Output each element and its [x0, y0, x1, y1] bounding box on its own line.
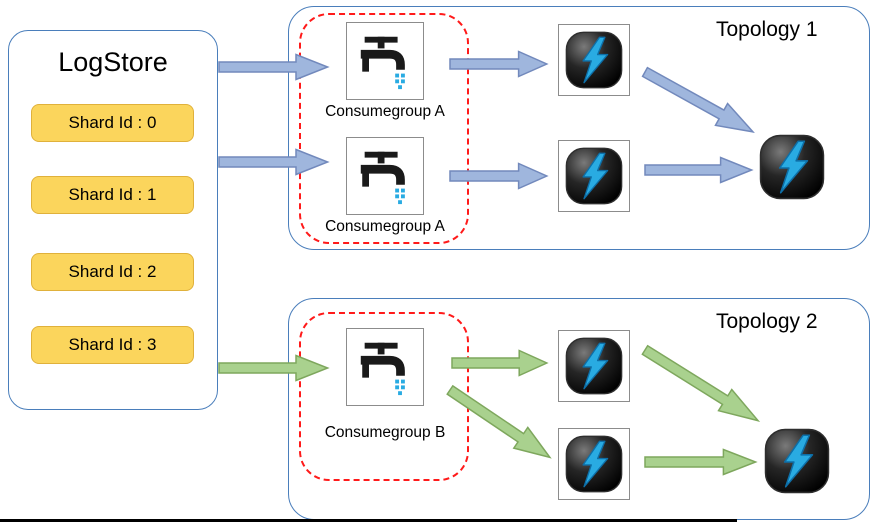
consumegroup-b-label: Consumegroup B [324, 424, 446, 441]
topology1-title: Topology 1 [716, 18, 818, 41]
faucet-icon [354, 30, 416, 92]
spout-a1-box [346, 22, 424, 100]
storm-lightning-bolt-icon-final-t1 [759, 134, 825, 200]
storm-lightning-bolt-icon [565, 337, 623, 395]
arrow-logstore-to-spout-b [219, 354, 329, 382]
consumergroup-a-boundary [299, 13, 469, 244]
arrow-bolt1-to-final-bolt-t2 [638, 338, 767, 433]
logstore-title: LogStore [58, 47, 168, 77]
storm-lightning-bolt-icon [565, 31, 623, 89]
arrow-bolt1-to-final-bolt-t1 [638, 60, 761, 145]
arrow-bolt2-to-final-bolt-t1 [645, 156, 753, 184]
consumegroup-a1-label: Consumegroup A [325, 103, 445, 120]
storm-lightning-bolt-icon [565, 435, 623, 493]
consumegroup-a2-label: Consumegroup A [325, 218, 445, 235]
storm-lightning-bolt-icon [565, 147, 623, 205]
spout-a2-box [346, 137, 424, 215]
arrow-spout-b-to-bolt2 [442, 378, 559, 469]
arrow-logstore-to-spout-a1 [219, 53, 329, 81]
bolt-t2-2-box [558, 428, 630, 500]
shard-box-0: Shard Id : 0 [31, 104, 194, 142]
shard-box-3: Shard Id : 3 [31, 326, 194, 364]
storm-lightning-bolt-icon-final-t2 [764, 428, 830, 494]
arrow-spout-a1-to-bolt1 [450, 50, 548, 78]
spout-b-box [346, 328, 424, 406]
arrow-spout-a2-to-bolt2 [450, 162, 548, 190]
bottom-border-line [0, 519, 737, 522]
topology1-container [288, 6, 870, 250]
bolt-t2-1-box [558, 330, 630, 402]
bolt-t1-1-box [558, 24, 630, 96]
logstore-container: LogStore Shard Id : 0 Shard Id : 1 Shard… [8, 30, 218, 410]
shard-box-2: Shard Id : 2 [31, 253, 194, 291]
arrow-logstore-to-spout-a2 [219, 148, 329, 176]
arrow-bolt2-to-final-bolt-t2 [645, 448, 757, 476]
arrow-spout-b-to-bolt1 [452, 349, 548, 377]
faucet-icon [354, 145, 416, 207]
shard-box-1: Shard Id : 1 [31, 176, 194, 214]
topology2-title: Topology 2 [716, 310, 818, 333]
bolt-t1-2-box [558, 140, 630, 212]
faucet-icon [354, 336, 416, 398]
